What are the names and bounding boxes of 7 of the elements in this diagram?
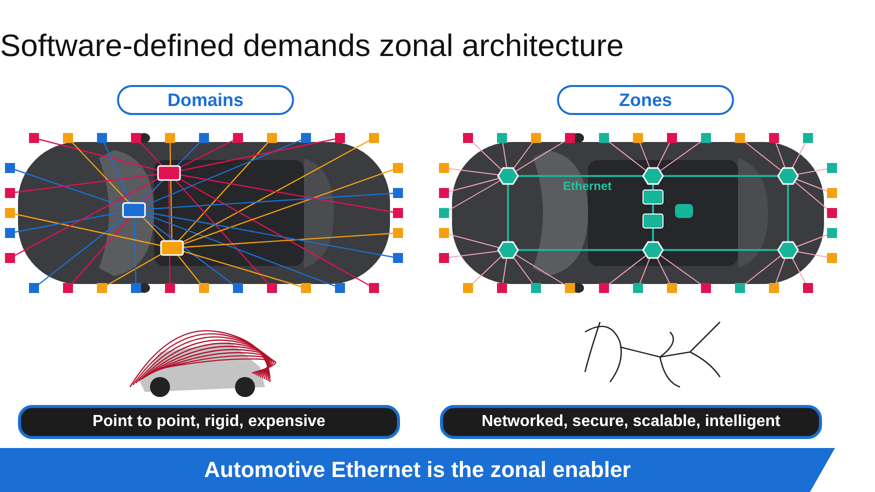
- slide-title: Software-defined demands zonal architecture: [0, 28, 624, 64]
- summary-banner: Point to point, rigid, expensive: [18, 405, 400, 439]
- section-heading: Domains: [117, 85, 294, 115]
- section-heading: Zones: [557, 85, 734, 115]
- network-label: Ethernet: [563, 179, 612, 193]
- caption-banner: Automotive Ethernet is the zonal enabler: [0, 448, 835, 492]
- summary-banner: Networked, secure, scalable, intelligent: [440, 405, 822, 439]
